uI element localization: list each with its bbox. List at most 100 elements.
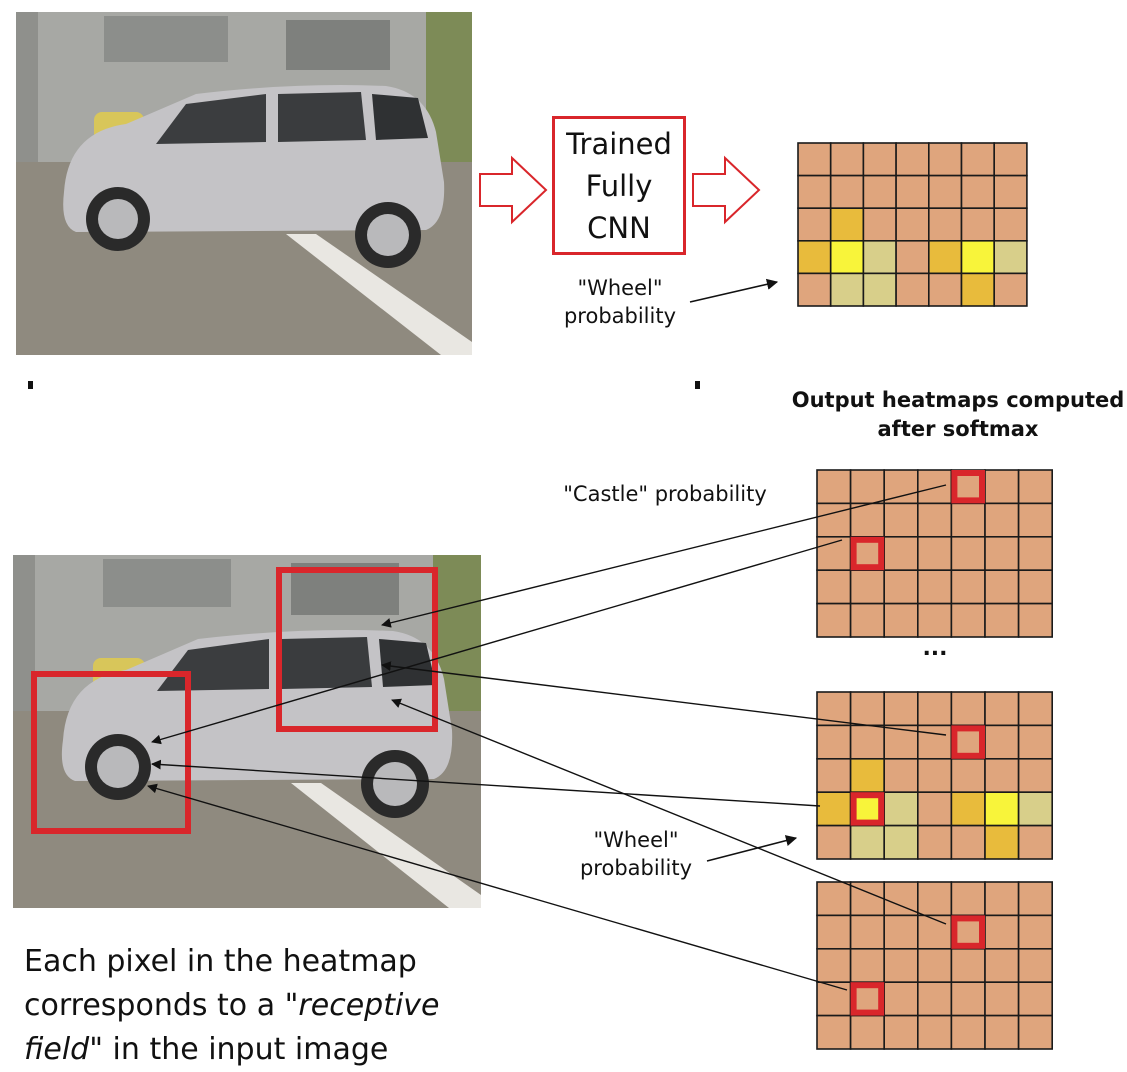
heatmap-cell — [950, 914, 986, 950]
heatmap-cell — [927, 142, 963, 177]
heatmap-cell — [883, 981, 919, 1017]
heatmap-cell — [950, 824, 986, 860]
heatmap-cell — [993, 207, 1028, 242]
heatmap-cell — [916, 881, 953, 917]
heatmap-cell — [862, 272, 897, 307]
receptive-field-box-window — [276, 567, 438, 732]
heatmap-cell — [916, 469, 953, 505]
heatmap-cell — [849, 947, 885, 983]
heatmap-cell — [984, 535, 1020, 571]
heatmap-cell — [1017, 569, 1053, 605]
heatmap-cell — [849, 757, 885, 793]
heatmap-cell — [916, 535, 953, 571]
heatmap-cell — [1017, 1014, 1053, 1050]
block-arrow-input — [479, 155, 548, 225]
heatmap-cell — [849, 569, 885, 605]
heatmap-cell — [816, 602, 852, 638]
arrow-wheel-label-top — [689, 278, 779, 303]
heatmap-cell — [829, 272, 865, 307]
heatmap-cell — [984, 469, 1020, 505]
heatmap-cell — [916, 691, 953, 727]
heatmap-cell — [849, 791, 885, 827]
heatmap-cell — [883, 469, 919, 505]
heatmap-cell — [984, 981, 1020, 1017]
heatmap-cell — [950, 757, 986, 793]
heatmap-cell — [993, 142, 1028, 177]
heatmap-cell — [829, 240, 865, 275]
heatmap-cell — [883, 881, 919, 917]
car-photo-illustration — [16, 12, 472, 355]
heatmap-top — [797, 142, 1028, 307]
castle-label: "Castle" probability — [563, 482, 767, 506]
cnn-box: Trained Fully CNN — [552, 116, 686, 255]
heatmap-cell — [950, 724, 986, 760]
heatmap-cell — [883, 502, 919, 538]
heatmap-cell — [797, 272, 832, 307]
heatmap-cell — [883, 691, 919, 727]
heatmap-cell — [950, 535, 986, 571]
caption-emphasis: field — [24, 1032, 90, 1067]
heatmap-cell — [916, 724, 953, 760]
heatmap-cell — [984, 757, 1020, 793]
heatmap-cell — [950, 691, 986, 727]
heatmap-cell — [849, 881, 885, 917]
caption-line-1: Each pixel in the heatmap — [24, 944, 417, 979]
heatmap-cell — [816, 914, 852, 950]
caption-emphasis: receptive — [298, 988, 440, 1023]
heatmap-cell — [883, 724, 919, 760]
heatmap-cell — [950, 981, 986, 1017]
heatmap-cell — [1017, 824, 1053, 860]
heatmap-cell — [816, 535, 852, 571]
heatmap-cell — [895, 142, 930, 177]
heatmap-cell — [849, 1014, 885, 1050]
heatmap-cell — [816, 881, 852, 917]
input-photo-bottom — [13, 555, 481, 908]
heatmap-cell — [993, 240, 1028, 275]
heatmap-cell — [883, 947, 919, 983]
heatmap-cell — [916, 757, 953, 793]
heatmap-cell — [960, 142, 996, 177]
heatmap-cell — [829, 142, 865, 177]
heatmap-cell — [862, 240, 897, 275]
heatmap-cell — [883, 914, 919, 950]
heatmap-cell — [1017, 914, 1053, 950]
cnn-label: Trained Fully CNN — [566, 126, 672, 245]
heatmap-cell — [797, 207, 832, 242]
heatmap-cell — [927, 240, 963, 275]
heatmap-cell — [895, 240, 930, 275]
heatmap-cell — [849, 724, 885, 760]
heatmap-cell — [950, 881, 986, 917]
heatmap-cell — [883, 535, 919, 571]
heatmap-cell — [916, 602, 953, 638]
heatmap-cell — [993, 174, 1028, 210]
highlighted-pixel — [850, 792, 885, 826]
heatmap-cell — [883, 791, 919, 827]
heatmap-cell — [816, 757, 852, 793]
heatmap-cell — [849, 469, 885, 505]
highlighted-pixel — [951, 915, 986, 949]
heatmaps-title: Output heatmaps computed after softmax — [791, 388, 1125, 441]
heatmap-cell — [960, 272, 996, 307]
heatmap-cell — [916, 981, 953, 1017]
heatmap-cell — [916, 1014, 953, 1050]
receptive-field-box-wheel — [31, 671, 191, 834]
caption: Each pixel in the heatmap corresponds to… — [24, 940, 484, 1072]
highlighted-pixel — [951, 470, 986, 504]
heatmap-castle — [816, 469, 1053, 638]
heatmap-cell — [883, 757, 919, 793]
heatmap-cell — [1017, 947, 1053, 983]
heatmap-cell — [816, 1014, 852, 1050]
heatmap-cell — [849, 502, 885, 538]
heatmap-cell — [927, 272, 963, 307]
ellipsis: ... — [922, 636, 948, 661]
block-arrow-output — [692, 155, 761, 225]
heatmap-third — [816, 881, 1053, 1050]
heatmap-cell — [950, 1014, 986, 1050]
heatmap-cell — [984, 691, 1020, 727]
caption-line-3: field" in the input image — [24, 1028, 484, 1072]
heatmap-cell — [862, 207, 897, 242]
input-photo-top — [16, 12, 472, 355]
heatmap-cell — [960, 174, 996, 210]
highlighted-pixel — [850, 982, 885, 1016]
heatmap-cell — [816, 502, 852, 538]
